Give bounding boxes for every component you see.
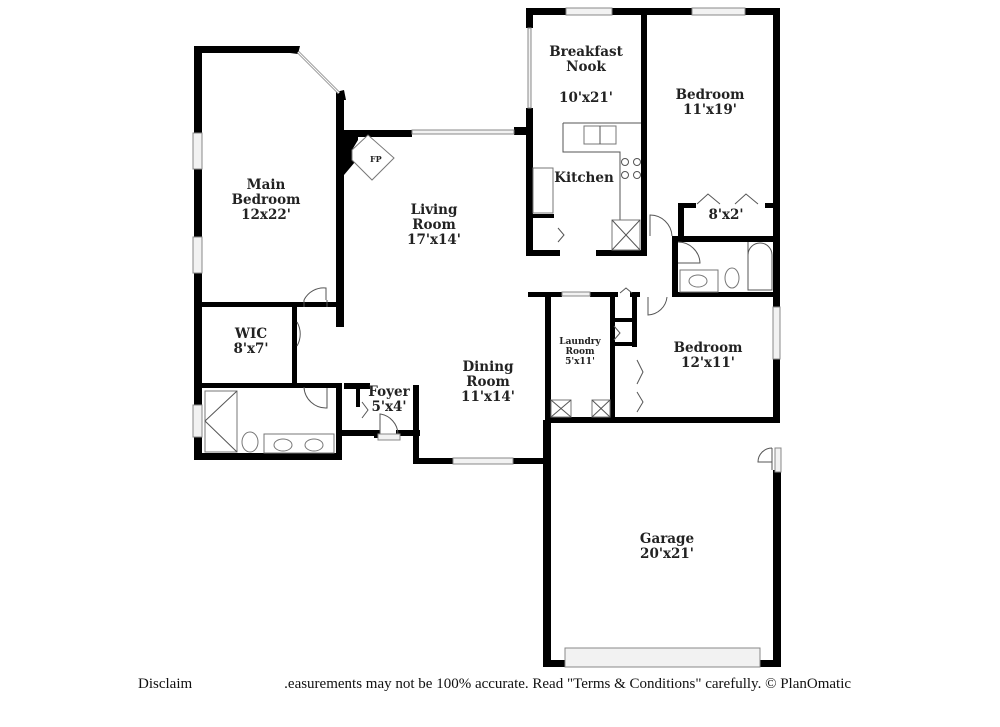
door-main-bedroom — [303, 287, 328, 307]
garage-door — [564, 647, 761, 668]
room-label-closet-1: 8'x2' — [708, 207, 744, 223]
fireplace — [351, 134, 395, 181]
window-main-bedroom-2 — [192, 236, 203, 274]
door-foyer — [379, 413, 399, 436]
disclaimer-right: .easurements may not be 100% accurate. R… — [284, 676, 852, 692]
room-size: 12x22' — [241, 207, 291, 224]
front-door-threshold — [377, 433, 401, 441]
room-label-breakfast-nook: Breakfast Nook 10'x21' — [549, 44, 623, 107]
tub — [747, 242, 773, 291]
disclaimer-left: Disclaim — [138, 676, 193, 692]
window-nook — [565, 7, 613, 16]
room-label-bedroom-1: Bedroom 11'x19' — [675, 87, 745, 119]
room-size: 17'x14' — [407, 232, 461, 249]
window-dining — [452, 457, 514, 465]
room-name: Main — [246, 177, 286, 193]
bifold-closet-1 — [696, 193, 759, 205]
room-name: Garage — [639, 531, 695, 547]
sink-2 — [304, 438, 324, 452]
room-name: Nook — [566, 59, 606, 76]
room-size: 11'x14' — [461, 389, 515, 406]
door-bedroom-2 — [647, 296, 668, 316]
refrigerator — [532, 167, 554, 214]
room-label-garage: Garage 20'x21' — [639, 531, 695, 563]
hall-bath-toilet — [724, 267, 740, 289]
sliding-door-living — [411, 129, 515, 135]
room-name: Living — [410, 202, 458, 218]
kitchen-walls — [526, 8, 780, 256]
room-size: 5'x4' — [371, 399, 407, 416]
toilet — [241, 431, 259, 453]
window-bedroom-2 — [772, 306, 781, 360]
room-name: Bedroom — [673, 340, 743, 356]
room-size: 5'x11' — [565, 357, 595, 368]
room-name: Dining — [462, 359, 514, 375]
bifold-linen-2 — [613, 325, 621, 341]
room-size: 11'x19' — [683, 102, 737, 119]
garage-walls — [543, 420, 781, 667]
room-size: 8'x7' — [233, 341, 269, 358]
room-label-wic: WIC 8'x7' — [233, 326, 269, 358]
door-garage-side — [757, 447, 773, 470]
bifold-pantry — [557, 227, 565, 243]
sink-1 — [273, 438, 293, 452]
bifold-foyer — [361, 401, 369, 419]
bifold-closet-2 — [636, 359, 644, 413]
window-main-bedroom-1 — [192, 132, 203, 170]
bifold-linen — [619, 287, 633, 294]
door-hall-bath-2 — [677, 241, 701, 264]
room-size: 8'x2' — [708, 207, 744, 223]
room-name: WIC — [234, 326, 268, 342]
room-label-laundry-room: Laundry Room 5'x11' — [559, 337, 601, 367]
room-label-main-bedroom: Main Bedroom 12x22' — [231, 177, 301, 224]
room-name: Bedroom — [231, 192, 301, 209]
room-name: Laundry — [559, 337, 601, 347]
bedroom-1-walls — [672, 8, 780, 310]
door-bath — [303, 386, 328, 409]
stove-burner — [621, 158, 629, 166]
room-name: Room — [466, 374, 510, 391]
room-name: Kitchen — [554, 170, 614, 186]
room-name: Room — [412, 217, 456, 234]
door-laundry-slider — [561, 291, 591, 297]
room-label-living-room: Living Room 17'x14' — [407, 202, 461, 249]
disclaimer: Disclaim .easurements may not be 100% acc… — [138, 676, 851, 693]
room-label-foyer: Foyer 5'x4' — [368, 384, 410, 416]
fireplace-label: FP — [370, 154, 382, 164]
door-hall-bath — [649, 214, 673, 237]
room-size: 12'x11' — [681, 355, 735, 372]
room-size: 20'x21' — [640, 546, 694, 563]
shower — [204, 390, 238, 453]
room-name: Bedroom — [675, 87, 745, 103]
room-label-kitchen: Kitchen — [554, 170, 614, 186]
kitchen-island — [562, 122, 641, 230]
room-name: Foyer — [368, 384, 410, 400]
sliding-door-nook — [527, 27, 532, 109]
door-wic — [296, 321, 301, 347]
room-name: Breakfast — [549, 44, 623, 60]
room-size: 10'x21' — [559, 90, 613, 107]
window-bedroom-1 — [691, 7, 746, 16]
room-name: Room — [565, 347, 595, 358]
window-bath — [192, 404, 203, 438]
room-label-dining-room: Dining Room 11'x14' — [461, 359, 515, 406]
room-label-bedroom-2: Bedroom 12'x11' — [673, 340, 743, 372]
